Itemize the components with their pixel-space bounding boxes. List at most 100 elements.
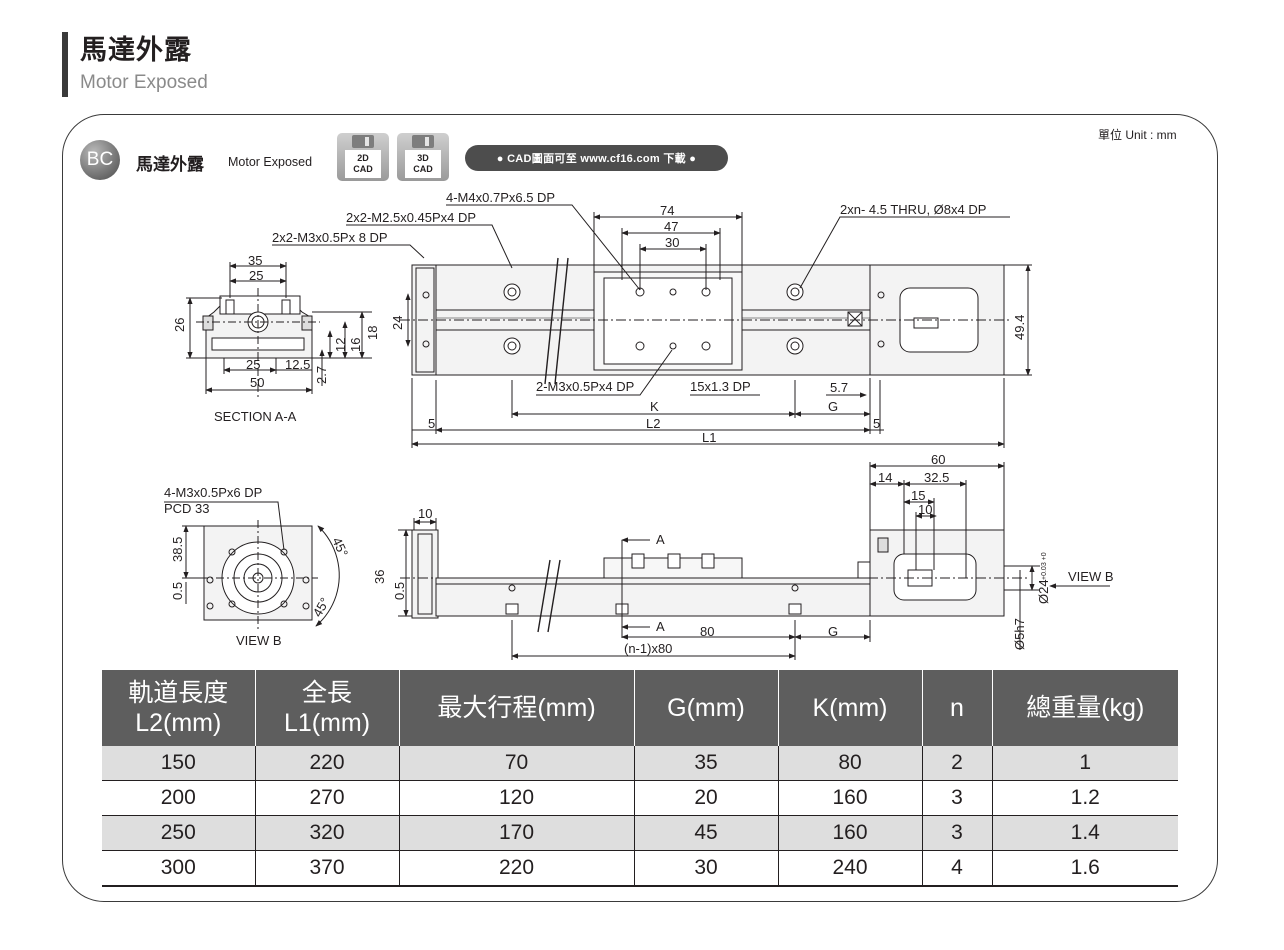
dim-dia-24: Ø24 — [1036, 579, 1051, 604]
cell: 4 — [922, 850, 993, 887]
cell: 270 — [255, 780, 400, 816]
dim-0-5-side: 0.5 — [392, 582, 407, 600]
header-total-length: 全長 L1(mm) — [255, 670, 400, 746]
floppy-disk-icon — [352, 135, 374, 148]
header-k: K(mm) — [778, 670, 923, 746]
dim-47: 47 — [664, 219, 678, 234]
dim-12: 12 — [333, 338, 348, 352]
dim-25-top: 25 — [249, 268, 263, 283]
table-row: 300 370 220 30 240 4 1.6 — [102, 850, 1178, 887]
unit-note: 單位 Unit : mm — [1098, 128, 1177, 142]
header-total-weight: 總重量(kg) — [992, 670, 1178, 746]
dim-g-side: G — [828, 624, 838, 639]
cell: 150 — [102, 746, 256, 781]
cell: 200 — [102, 780, 256, 816]
cad-3d-line2: CAD — [413, 164, 433, 174]
cell: 3 — [922, 815, 993, 851]
section-title: 馬達外露 — [136, 155, 204, 174]
callout-m3-dp4: 2-M3x0.5Px4 DP — [536, 379, 634, 394]
header-g: G(mm) — [634, 670, 779, 746]
dim-dia-5h7: Ø5h7 — [1012, 618, 1027, 650]
section-a-a-labels: 35 25 26 12 16 18 25 12.5 50 2.7 SECTION… — [172, 253, 380, 424]
view-b-label: VIEW B — [236, 633, 282, 648]
side-view — [398, 462, 1110, 660]
header-rail-length: 軌道長度 L2(mm) — [102, 670, 256, 746]
dim-36: 36 — [372, 570, 387, 584]
spec-card — [62, 114, 1218, 902]
dim-14: 14 — [878, 470, 892, 485]
dim-5-left: 5 — [428, 416, 435, 431]
section-marker-a-top: A — [656, 532, 665, 547]
cell: 1.6 — [992, 850, 1178, 887]
spec-table: 軌道長度 L2(mm) 全長 L1(mm) 最大行程(mm) G(mm) K(m… — [102, 670, 1178, 887]
dim-16: 16 — [348, 338, 363, 352]
dim-24: 24 — [390, 316, 405, 330]
cad-2d-line2: CAD — [353, 164, 373, 174]
dim-50: 50 — [250, 375, 264, 390]
dim-35: 35 — [248, 253, 262, 268]
page-subtitle: Motor Exposed — [80, 72, 208, 93]
cell: 370 — [255, 850, 400, 887]
cell: 160 — [778, 815, 923, 851]
section-subtitle: Motor Exposed — [228, 155, 313, 169]
cell: 240 — [778, 850, 923, 887]
cell: 1.4 — [992, 815, 1178, 851]
cell: 1.2 — [992, 780, 1178, 816]
dim-5-right: 5 — [873, 416, 880, 431]
callout-thru-hole: 2xn- 4.5 THRU, Ø8x4 DP — [840, 202, 986, 217]
table-header-row: 軌道長度 L2(mm) 全長 L1(mm) 最大行程(mm) G(mm) K(m… — [102, 670, 1178, 746]
dim-l2: L2 — [646, 416, 660, 431]
callout-m3-dp6: 4-M3x0.5Px6 DP — [164, 485, 262, 500]
cell: 1 — [992, 746, 1178, 781]
callout-slot: 15x1.3 DP — [690, 379, 751, 394]
dim-l1: L1 — [702, 430, 716, 445]
dim-0-5-viewb: 0.5 — [170, 582, 185, 600]
cell: 35 — [634, 746, 779, 781]
table-row: 250 320 170 45 160 3 1.4 — [102, 815, 1178, 851]
cell: 220 — [255, 746, 400, 781]
dim-38-5: 38.5 — [170, 537, 185, 562]
top-view-labels: 4-M4x0.7Px6.5 DP 2x2-M2.5x0.45Px4 DP 2x2… — [272, 190, 1027, 445]
cad-2d-button[interactable]: 2D CAD — [337, 133, 389, 181]
callout-m2-5: 2x2-M2.5x0.45Px4 DP — [346, 210, 476, 225]
dim-60: 60 — [931, 452, 945, 467]
dim-15: 15 — [911, 488, 925, 503]
dim-25-bottom: 25 — [246, 357, 260, 372]
callout-pcd: PCD 33 — [164, 501, 210, 516]
section-marker-a-bottom: A — [656, 619, 665, 634]
dim-tolerance: +0.03 +0 — [1041, 552, 1048, 580]
floppy-disk-icon — [412, 135, 434, 148]
cad-2d-line1: 2D — [357, 153, 369, 163]
dim-32-5: 32.5 — [924, 470, 949, 485]
dim-10-motor: 10 — [918, 502, 932, 517]
dim-45-deg-lower: 45° — [310, 595, 333, 620]
cell: 70 — [399, 746, 635, 781]
dim-n-1-x80: (n-1)x80 — [624, 641, 672, 656]
cell: 250 — [102, 815, 256, 851]
view-b — [164, 501, 340, 630]
dim-12-5: 12.5 — [285, 357, 310, 372]
cad-download-link[interactable]: ● CAD圖面可至 www.cf16.com 下載 ● — [465, 145, 728, 171]
top-view — [272, 204, 1032, 448]
dim-30: 30 — [665, 235, 679, 250]
dim-5-7: 5.7 — [830, 380, 848, 395]
cell: 300 — [102, 850, 256, 887]
table-row: 200 270 120 20 160 3 1.2 — [102, 780, 1178, 816]
cad-3d-button[interactable]: 3D CAD — [397, 133, 449, 181]
cell: 160 — [778, 780, 923, 816]
section-a-a-label: SECTION A-A — [214, 409, 297, 424]
title-accent-bar — [62, 32, 68, 97]
header-n: n — [922, 670, 993, 746]
cell: 20 — [634, 780, 779, 816]
section-badge: BC — [80, 140, 120, 180]
dim-18: 18 — [365, 326, 380, 340]
cell: 45 — [634, 815, 779, 851]
dim-26: 26 — [172, 318, 187, 332]
view-b-labels: 4-M3x0.5Px6 DP PCD 33 38.5 0.5 45° 45° V… — [164, 485, 351, 648]
cell: 320 — [255, 815, 400, 851]
dim-80: 80 — [700, 624, 714, 639]
cell: 220 — [399, 850, 635, 887]
side-view-labels: 10 36 0.5 A A 80 G (n-1)x80 60 14 32.5 1… — [372, 452, 1114, 656]
cell: 120 — [399, 780, 635, 816]
dim-g: G — [828, 399, 838, 414]
